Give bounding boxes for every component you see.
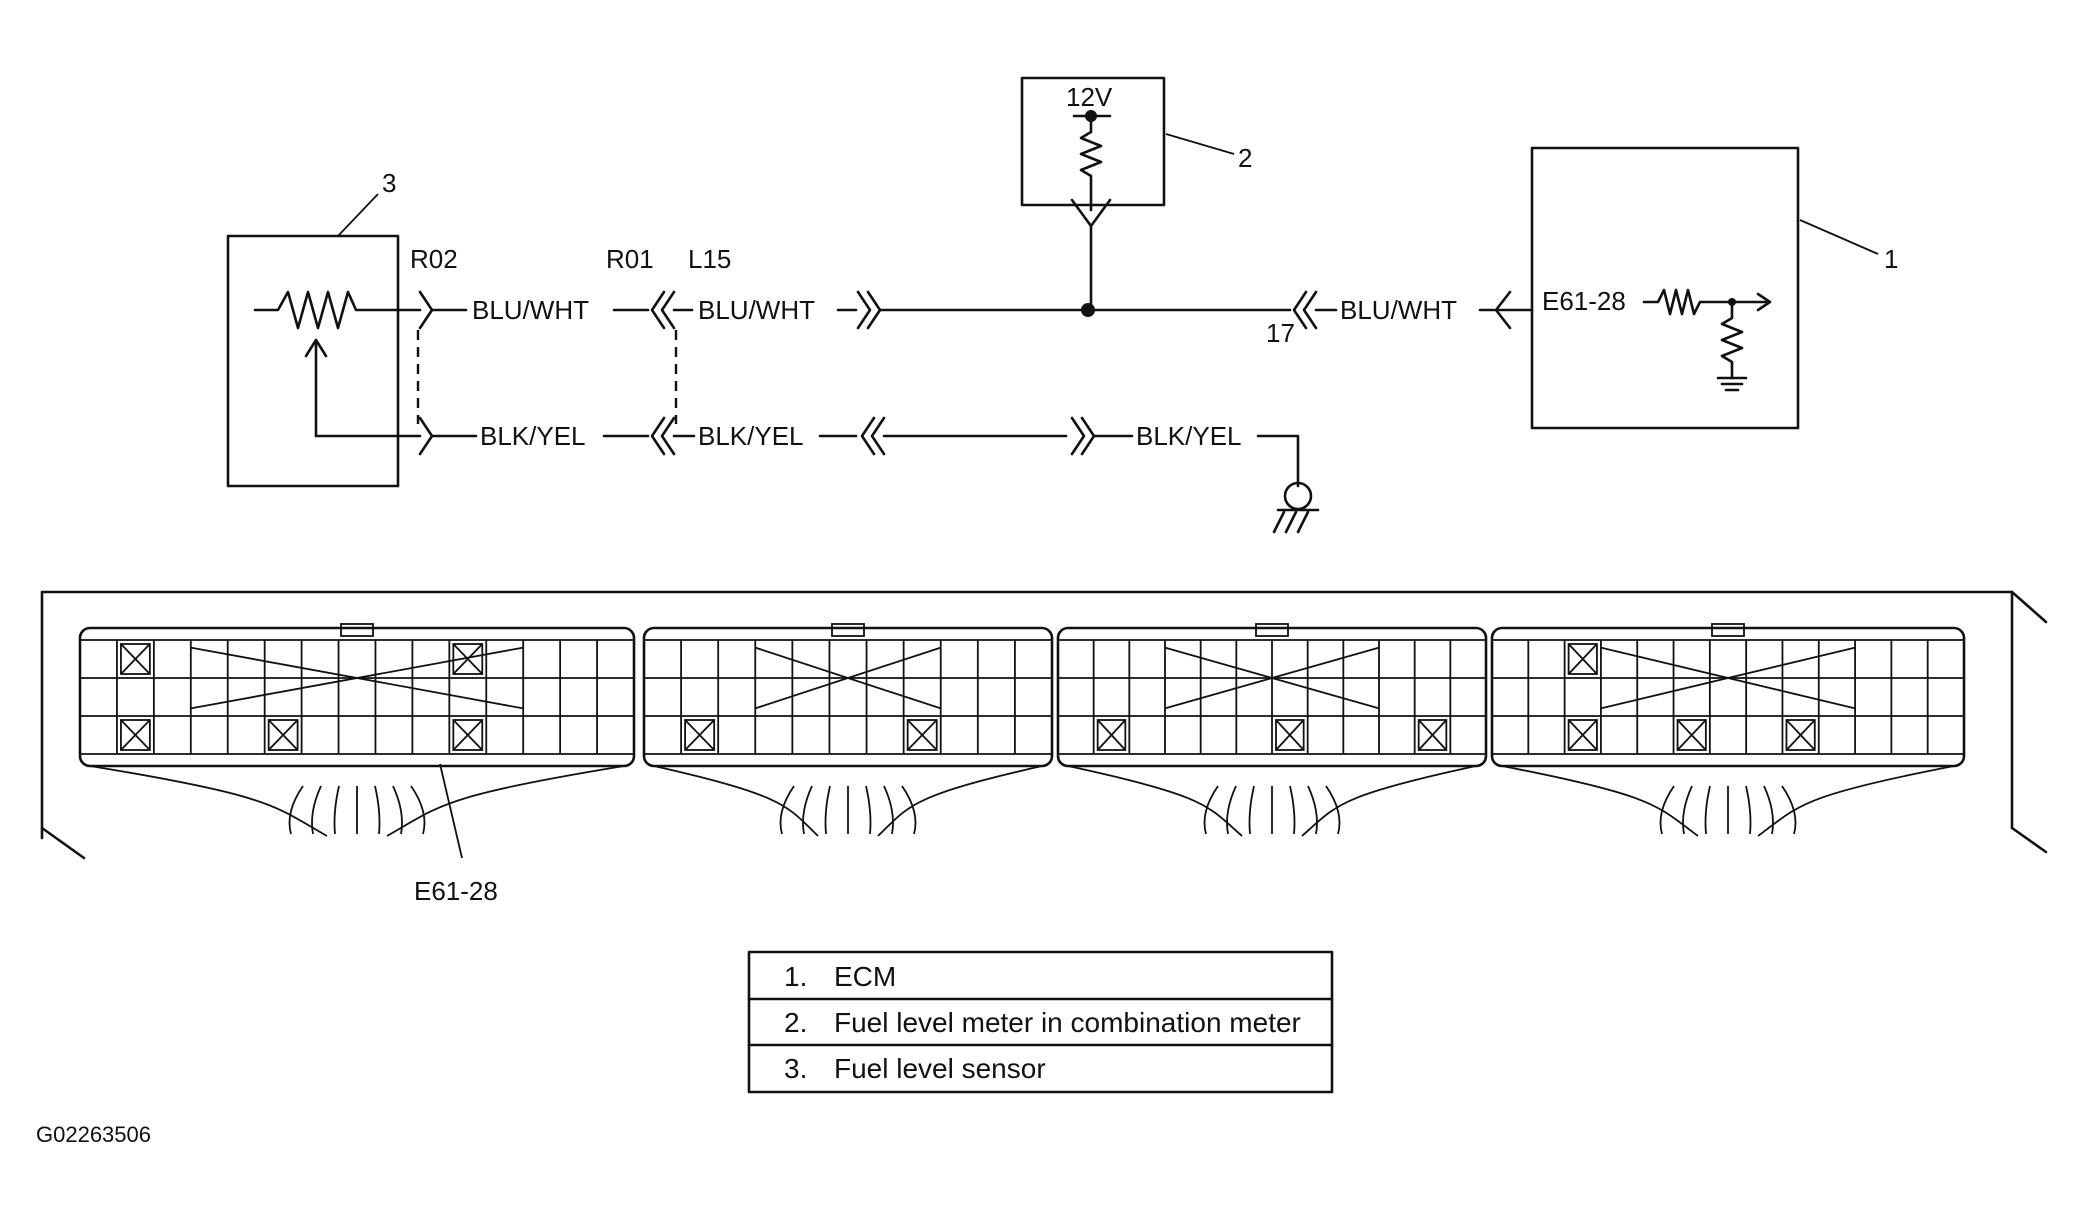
bottom-connector-a bbox=[860, 416, 876, 456]
fuel-level-sensor bbox=[226, 234, 400, 488]
l15-connector-top-b bbox=[856, 290, 872, 330]
pin17-connector bbox=[1292, 290, 1308, 330]
r02-terminal-top bbox=[418, 290, 434, 330]
wire-label-top-3: BLU/WHT bbox=[1340, 295, 1457, 325]
ground-icon bbox=[1272, 481, 1320, 534]
connector-r02: R02 bbox=[410, 244, 458, 274]
connector-block bbox=[1056, 623, 1488, 837]
callout-2: 2 bbox=[1238, 143, 1252, 173]
pin-17-label: 17 bbox=[1266, 318, 1295, 348]
legend-num-3: 3. bbox=[784, 1053, 807, 1084]
wire-label-top-1: BLU/WHT bbox=[472, 295, 589, 325]
connector-r01: R01 bbox=[606, 244, 654, 274]
voltage-label: 12V bbox=[1066, 82, 1113, 112]
connector-l15: L15 bbox=[688, 244, 731, 274]
figure-id: G02263506 bbox=[36, 1122, 151, 1147]
connector-block bbox=[1490, 623, 1966, 837]
ecm-pin-label: E61-28 bbox=[1542, 286, 1626, 316]
wire-label-bottom-1: BLK/YEL bbox=[480, 421, 586, 451]
wire-label-top-2: BLU/WHT bbox=[698, 295, 815, 325]
legend-num-2: 2. bbox=[784, 1007, 807, 1038]
bottom-connector-b bbox=[1070, 416, 1086, 456]
wire-label-bottom-3: BLK/YEL bbox=[1136, 421, 1242, 451]
callout-1: 1 bbox=[1884, 244, 1898, 274]
callout-3: 3 bbox=[382, 168, 396, 198]
legend-text-2: Fuel level meter in combination meter bbox=[834, 1007, 1301, 1038]
r02-terminal-bottom bbox=[418, 416, 434, 456]
connector-block bbox=[642, 623, 1054, 837]
legend-table: 1. ECM 2. Fuel level meter in combinatio… bbox=[747, 950, 1334, 1094]
connector-view-pin-label: E61-28 bbox=[414, 876, 498, 906]
legend-text-3: Fuel level sensor bbox=[834, 1053, 1046, 1084]
fuel-level-meter: 12V bbox=[1020, 76, 1166, 312]
r01-connector-top-a bbox=[650, 290, 666, 330]
ecm-connector-view bbox=[40, 590, 2048, 860]
r01-connector-bottom-a bbox=[650, 416, 666, 456]
wire-label-bottom-2: BLK/YEL bbox=[698, 421, 804, 451]
splice-point bbox=[1081, 303, 1095, 317]
connector-block bbox=[78, 623, 636, 837]
legend-num-1: 1. bbox=[784, 961, 807, 992]
legend-text-1: ECM bbox=[834, 961, 896, 992]
ecm: E61-28 bbox=[1530, 146, 1800, 430]
